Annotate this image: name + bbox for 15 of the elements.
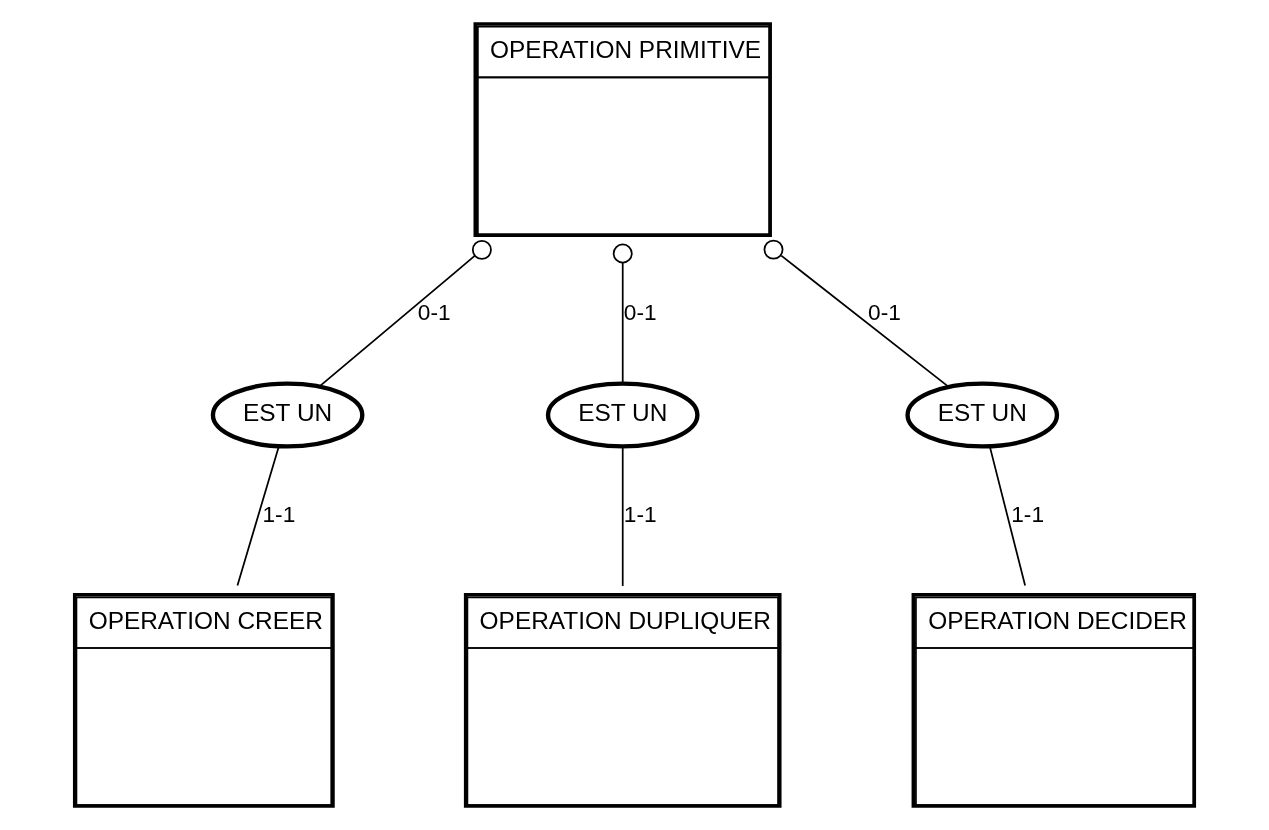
edge-label: 1-1 [1011,501,1045,528]
node-ellipse: EST UN [545,381,700,449]
edge-label: 0-1 [623,298,657,325]
connector [318,239,492,388]
node-ellipse: EST UN [905,381,1060,449]
connector [612,243,633,385]
node-ellipse: EST UN [210,381,365,449]
edge-label: 1-1 [262,501,296,528]
edge-label: 0-1 [417,298,451,325]
connector [763,239,949,388]
edge-label: 0-1 [868,298,901,325]
edge-label: 1-1 [623,501,657,528]
connector [236,445,280,587]
connector [988,445,1026,587]
connector [621,446,624,587]
